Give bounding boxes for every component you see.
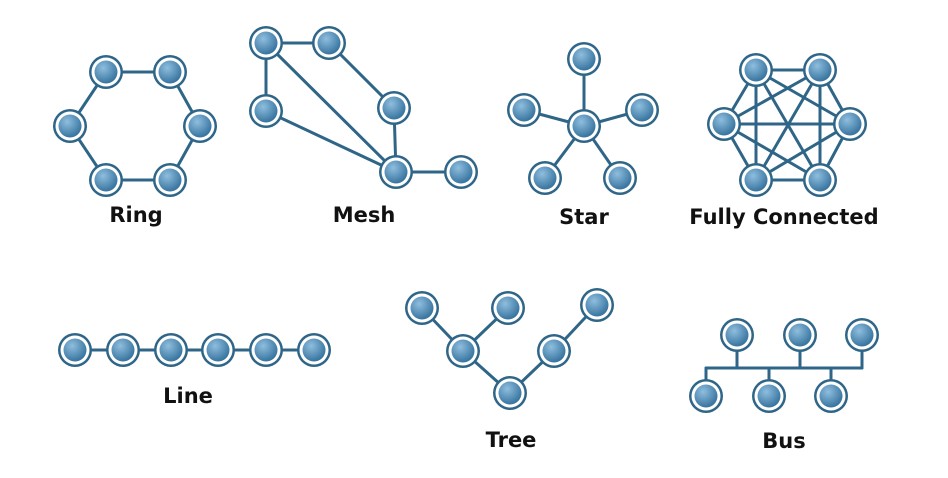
tree-node [491,291,525,325]
fully-node [739,163,773,197]
bus-node [783,318,817,352]
star-node [625,93,659,127]
ring-node [89,55,123,89]
bus-node [752,379,786,413]
star-node [528,161,562,195]
nodes-layer [53,26,879,413]
mesh-node [377,91,411,125]
line-node [58,333,92,367]
tree-node [446,334,480,368]
ring-node [53,109,87,143]
mesh-node [312,26,346,60]
mesh-link [264,41,398,174]
line-label: Line [163,384,213,408]
bus-node [720,318,754,352]
tree-node [493,376,527,410]
fully-node [803,163,837,197]
star-node [567,42,601,76]
star-label: Star [559,205,609,229]
bus-label: Bus [762,429,806,453]
fully-node [707,107,741,141]
ring-node [153,55,187,89]
mesh-link [264,109,398,174]
bus-node [689,379,723,413]
mesh-node [249,94,283,128]
bus-node [814,379,848,413]
fully-node [803,53,837,87]
fully-node [833,107,867,141]
star-node [603,161,637,195]
fully-link [722,68,822,126]
fully-connected-label: Fully Connected [689,205,879,229]
star-node [567,109,601,143]
ring-node [183,109,217,143]
line-node [297,333,331,367]
bus-node [845,318,879,352]
fully-link [754,122,852,182]
star-node [507,93,541,127]
line-node [201,333,235,367]
tree-node [405,291,439,325]
ring-node [89,163,123,197]
fully-link [722,122,822,182]
ring-label: Ring [109,203,163,227]
mesh-node [379,155,413,189]
mesh-node [444,155,478,189]
ring-node [153,163,187,197]
line-node [154,333,188,367]
tree-node [537,334,571,368]
mesh-node [249,26,283,60]
tree-label: Tree [485,428,537,452]
line-node [249,333,283,367]
mesh-label: Mesh [332,203,396,227]
fully-node [739,53,773,87]
tree-node [580,288,614,322]
line-node [106,333,140,367]
